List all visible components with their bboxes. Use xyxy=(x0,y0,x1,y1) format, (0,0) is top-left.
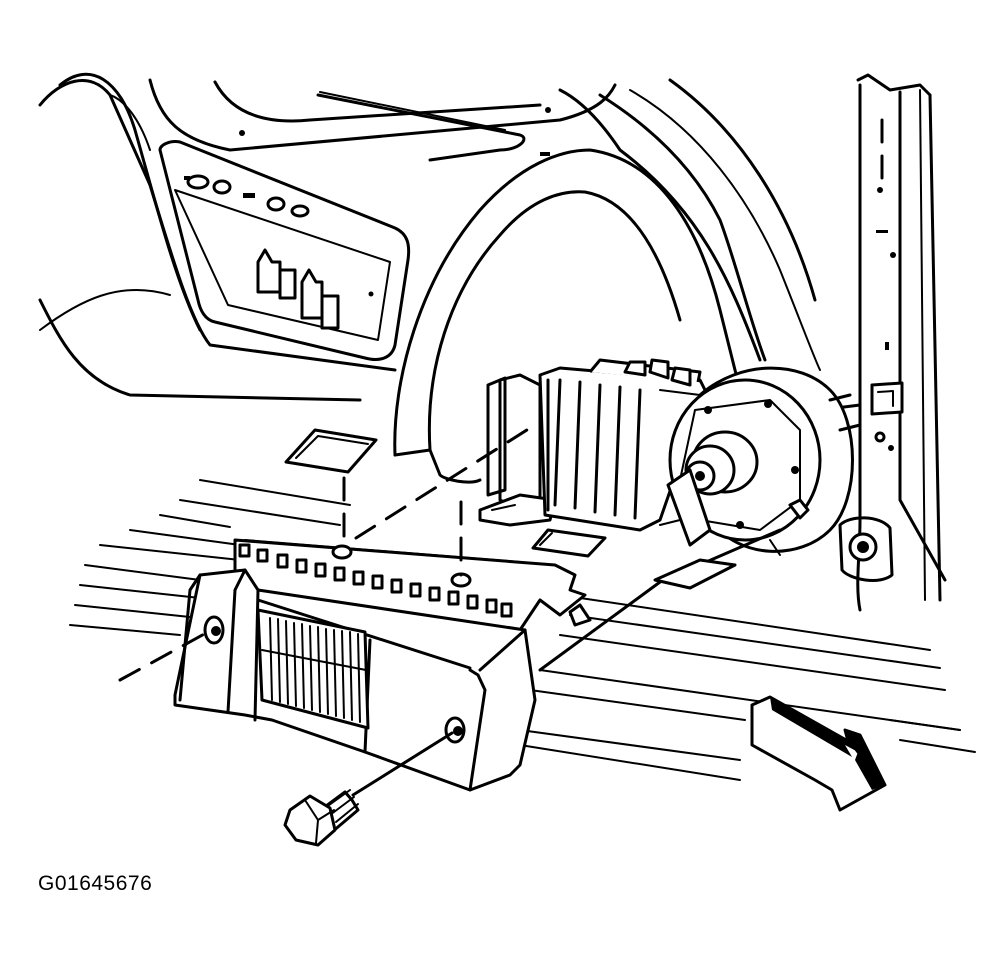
bracket-grille xyxy=(256,608,370,730)
bracket-slots xyxy=(238,543,513,618)
mounting-bracket xyxy=(173,538,592,792)
figure-id-label: G01645676 xyxy=(38,872,153,895)
abs-modulator-assembly xyxy=(478,358,862,556)
door-frame-pillar xyxy=(818,73,947,612)
floor-pan-ribs xyxy=(69,479,976,781)
side-trim-recess xyxy=(158,140,411,361)
wheelhouse-arch xyxy=(393,78,821,484)
floor-mounting-slots xyxy=(284,428,607,558)
forward-direction-arrow-icon xyxy=(750,695,887,812)
hex-bolt-icon xyxy=(283,731,454,847)
vehicle-body-panel xyxy=(38,72,617,402)
assembly-guide-lines xyxy=(118,426,782,682)
